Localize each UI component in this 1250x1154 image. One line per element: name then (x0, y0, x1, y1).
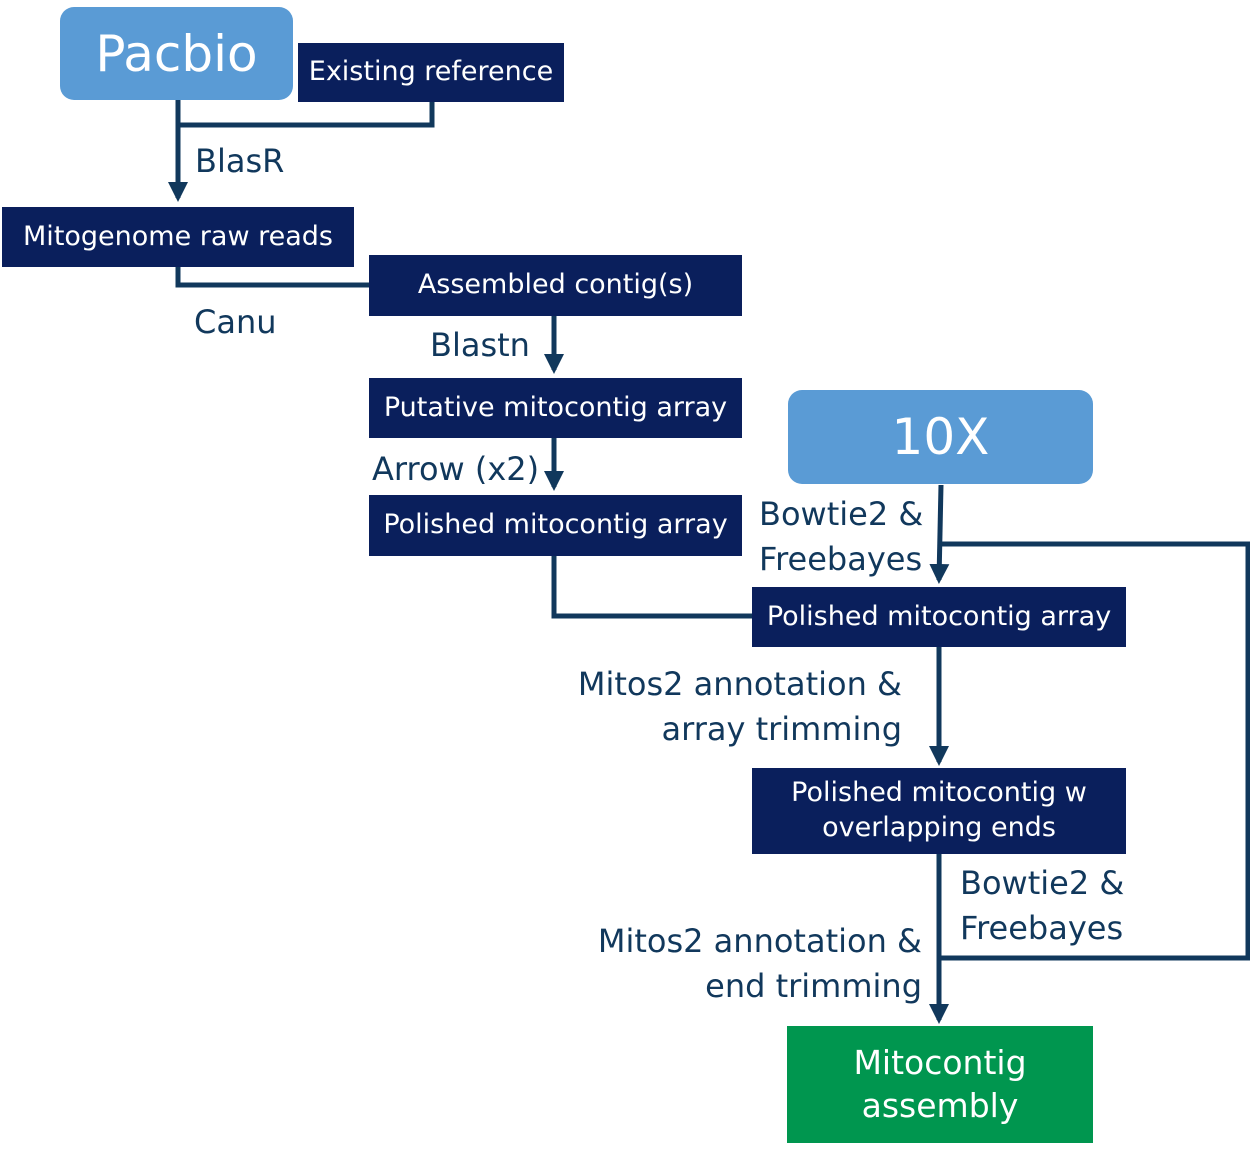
bowtie-freebayes-label-1: Bowtie2 & Freebayes (759, 492, 923, 582)
mitocontig-assembly-label-line2: assembly (861, 1085, 1019, 1125)
blasr-label: BlasR (195, 142, 285, 180)
mitocontig-assembly-label-line1: Mitocontig (853, 1043, 1027, 1083)
mitos-array-trimming-label: Mitos2 annotation & array trimming (560, 662, 902, 752)
mitos-label-2-line1: Mitos2 annotation & (597, 922, 922, 960)
arrow-label: Arrow (x2) (372, 450, 540, 488)
mitocontig-assembly-node: Mitocontig assembly (787, 1026, 1093, 1143)
polished-array-label-1: Polished mitocontig array (383, 509, 728, 541)
mitos-end-trimming-label: Mitos2 annotation & end trimming (580, 919, 922, 1009)
canu-label: Canu (194, 303, 277, 341)
raw-reads-label: Mitogenome raw reads (23, 220, 333, 252)
bowtie-label-1-line1: Bowtie2 & (759, 495, 924, 533)
tenx-source: 10X (788, 390, 1093, 484)
line-polished-1-to-polished-2 (551, 556, 753, 619)
bowtie-label-2-line2: Freebayes (960, 908, 1124, 947)
mitos-label-2-line2: end trimming (705, 966, 922, 1005)
raw-reads-node: Mitogenome raw reads (2, 207, 354, 267)
line-raw-reads-to-assembled (175, 266, 371, 288)
existing-reference-label: Existing reference (308, 56, 554, 88)
pacbio-source: Pacbio (60, 7, 293, 100)
pacbio-label: Pacbio (95, 24, 258, 83)
assembled-contigs-label: Assembled contig(s) (417, 269, 694, 301)
line-existing-reference (178, 100, 435, 128)
polished-array-label-2: Polished mitocontig array (766, 600, 1112, 632)
polished-array-node-1: Polished mitocontig array (369, 495, 742, 556)
arrow-tenx-to-polished-2 (929, 484, 950, 584)
bowtie-label-1-line2: Freebayes (759, 539, 923, 578)
polished-array-node-2: Polished mitocontig array (752, 587, 1126, 647)
putative-array-node: Putative mitocontig array (369, 378, 742, 438)
overlapping-ends-label-line1: Polished mitocontig w (791, 777, 1087, 809)
putative-array-label: Putative mitocontig array (383, 391, 728, 423)
bowtie-freebayes-label-2: Bowtie2 & Freebayes (960, 861, 1124, 951)
existing-reference-node: Existing reference (298, 43, 564, 102)
mitos-label-1-line2: array trimming (661, 709, 903, 748)
loop-back-line (939, 541, 1250, 961)
tenx-label: 10X (891, 408, 990, 466)
overlapping-ends-node: Polished mitocontig w overlapping ends (752, 768, 1126, 854)
mitos-label-1-line1: Mitos2 annotation & (577, 665, 902, 703)
bowtie-label-2-line1: Bowtie2 & (960, 864, 1125, 902)
blastn-label: Blastn (430, 326, 530, 364)
overlapping-ends-label-line2: overlapping ends (822, 812, 1056, 843)
assembled-contigs-node: Assembled contig(s) (369, 255, 742, 316)
